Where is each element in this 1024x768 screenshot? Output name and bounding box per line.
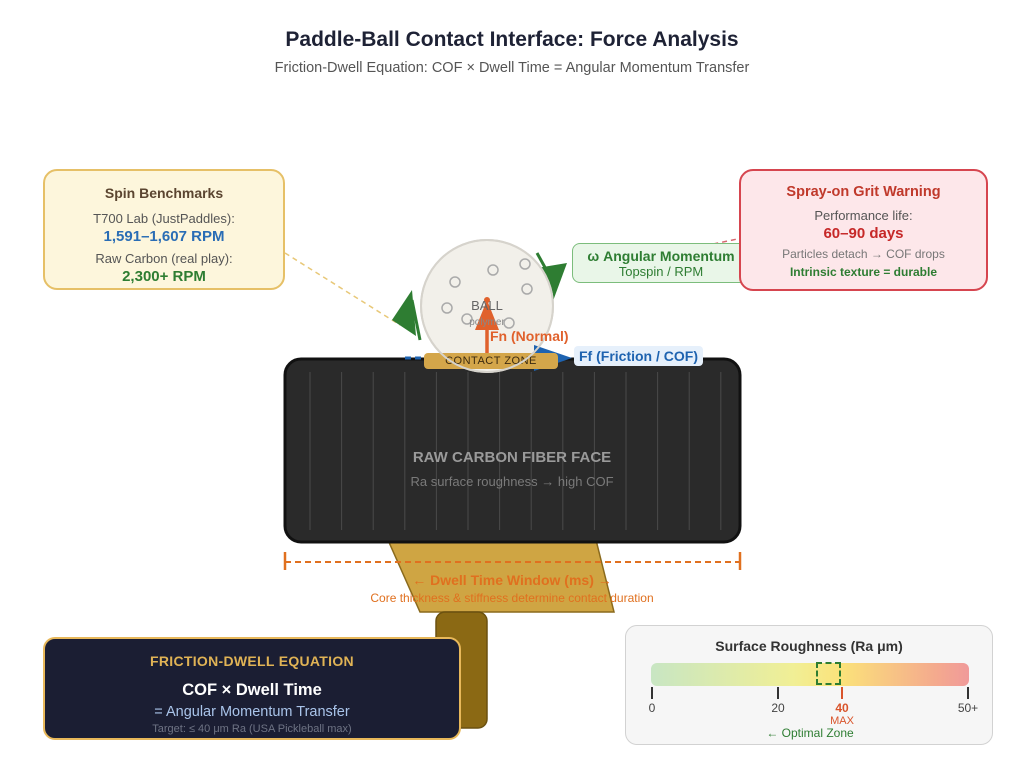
angular-momentum-sub: Topspin / RPM bbox=[618, 264, 704, 279]
grit-conclusion: Intrinsic texture = durable bbox=[789, 265, 938, 279]
equation-card: FRICTION-DWELL EQUATION COF × Dwell Time… bbox=[43, 637, 461, 740]
spin-benchmarks-card: Spin Benchmarks T700 Lab (JustPaddles): … bbox=[43, 169, 285, 290]
page-subtitle: Friction-Dwell Equation: COF × Dwell Tim… bbox=[274, 60, 750, 76]
ball-material-label: polymer bbox=[469, 317, 505, 328]
equation-result: = Angular Momentum Transfer bbox=[154, 704, 350, 720]
paddle-face-title: RAW CARBON FIBER FACE bbox=[412, 449, 612, 466]
tick-label-40: 40 bbox=[835, 701, 849, 715]
tick-50-plus bbox=[967, 687, 969, 699]
grit-note: Particles detach → COF drops bbox=[782, 247, 945, 261]
roughness-scale-heading: Surface Roughness (Ra μm) bbox=[715, 638, 903, 654]
real-play-label: Raw Carbon (real play): bbox=[95, 251, 233, 266]
normal-force-label: Fn (Normal) bbox=[490, 328, 569, 344]
angular-momentum-heading: ω Angular Momentum bbox=[587, 248, 735, 264]
spin-connector-line bbox=[284, 252, 401, 326]
equation-main: COF × Dwell Time bbox=[182, 681, 322, 699]
dwell-window-heading: ← Dwell Time Window (ms) → bbox=[412, 572, 612, 588]
max-label: MAX bbox=[830, 715, 854, 727]
real-play-value: 2,300+ RPM bbox=[122, 268, 206, 285]
optimal-zone-marker bbox=[816, 662, 841, 685]
tick-40-max bbox=[841, 687, 843, 699]
spin-arrow-left-stem bbox=[410, 299, 422, 341]
spin-arrow-left-icon bbox=[392, 290, 416, 336]
page-title: Paddle-Ball Contact Interface: Force Ana… bbox=[285, 28, 739, 51]
equation-target: Target: ≤ 40 μm Ra (USA Pickleball max) bbox=[152, 723, 352, 735]
tick-20 bbox=[777, 687, 779, 699]
performance-life-label: Performance life: bbox=[814, 208, 913, 223]
lab-value: 1,591–1,607 RPM bbox=[103, 228, 225, 245]
roughness-scale-card: Surface Roughness (Ra μm) 0 20 40 50+ MA… bbox=[625, 625, 993, 745]
spin-benchmarks-heading: Spin Benchmarks bbox=[104, 185, 224, 201]
equation-heading: FRICTION-DWELL EQUATION bbox=[150, 653, 354, 669]
roughness-gradient-bar bbox=[651, 663, 969, 686]
lab-label: T700 Lab (JustPaddles): bbox=[93, 211, 235, 226]
contact-zone-label: CONTACT ZONE bbox=[424, 353, 558, 369]
tick-label-50-plus: 50+ bbox=[957, 701, 979, 715]
ball-label: BALL bbox=[471, 298, 503, 313]
grit-warning-card: Spray-on Grit Warning Performance life: … bbox=[739, 169, 988, 291]
optimal-zone-label: ← Optimal Zone bbox=[766, 726, 854, 740]
tick-label-20: 20 bbox=[771, 701, 785, 715]
friction-force-label: Ff (Friction / COF) bbox=[574, 346, 703, 366]
paddle-face-subtitle: Ra surface roughness → high COF bbox=[410, 474, 614, 489]
tick-label-0: 0 bbox=[648, 701, 656, 715]
carbon-fiber-lines bbox=[309, 372, 722, 530]
dwell-window-note: Core thickness & stiffness determine con… bbox=[370, 591, 654, 605]
performance-life-value: 60–90 days bbox=[823, 225, 904, 242]
angular-momentum-label-box: ω Angular Momentum Topspin / RPM bbox=[572, 243, 750, 283]
tick-0 bbox=[651, 687, 653, 699]
grit-warning-heading: Spray-on Grit Warning bbox=[786, 184, 941, 200]
